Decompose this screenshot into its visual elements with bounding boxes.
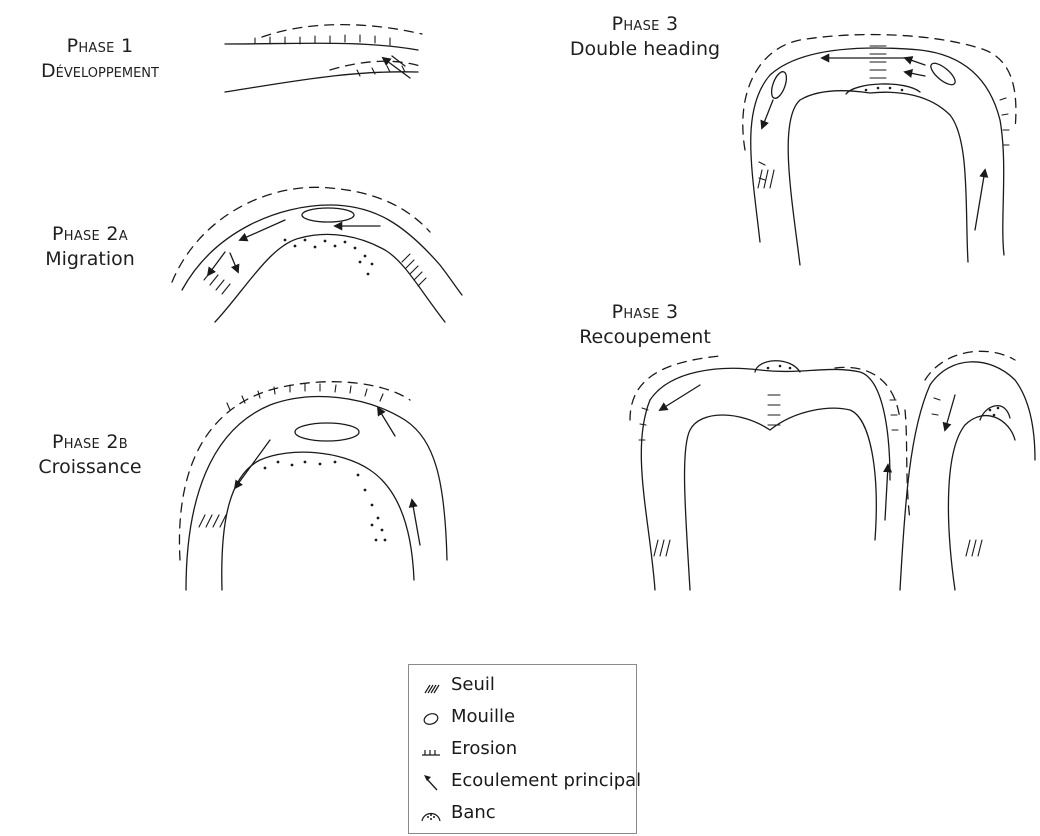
bar-dotted-icon [419,803,443,825]
phase-2a-bar [284,239,374,276]
flow-arrow-icon [419,771,443,793]
phase-3-double-heading-sketch [743,35,1016,265]
legend-item-seuil: Seuil [409,671,637,701]
legend-item-mouille: Mouille [409,703,637,733]
legend-label-mouille: Mouille [451,706,515,727]
meander-sketches [0,0,1040,660]
phase-2a-sketch [172,187,462,322]
legend-label-erosion: Erosion [451,738,517,759]
legend-label-banc: Banc [451,802,496,823]
phase-3-recoupement-sketch [630,351,1035,590]
legend-item-ecoulement: Ecoulement principal [409,767,637,797]
pool-ellipse-icon [419,707,443,729]
erosion-comb-icon [419,739,443,761]
legend-item-banc: Banc [409,799,637,829]
phase-2b-sketch [179,382,447,590]
legend-label-seuil: Seuil [451,674,495,695]
phase-1-sketch [225,25,422,92]
legend: Seuil Mouille Erosion Ecoulement princip… [408,664,637,834]
phase-2b-bar [264,461,387,542]
legend-label-ecoulement: Ecoulement principal [451,770,641,791]
riffle-hatch-icon [419,675,443,697]
legend-item-erosion: Erosion [409,735,637,765]
